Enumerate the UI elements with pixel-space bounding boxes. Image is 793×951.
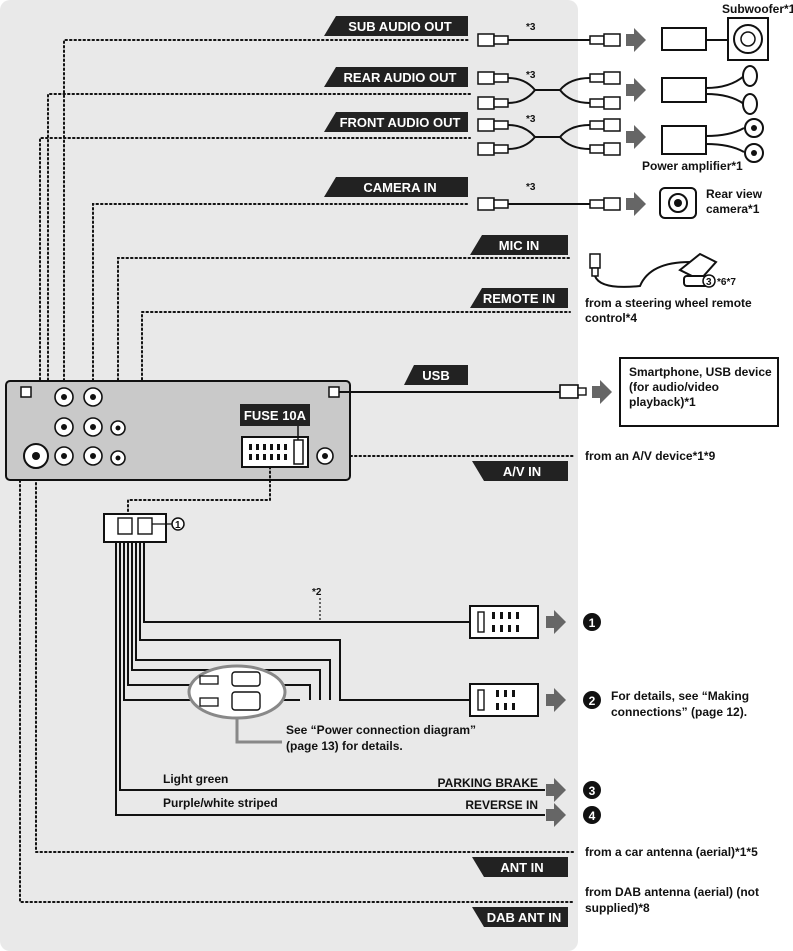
car-antenna-label: from a car antenna (aerial)*1*5 <box>585 845 758 859</box>
svg-text:ANT IN: ANT IN <box>500 860 543 875</box>
details-label-2: connections” (page 12). <box>611 705 747 719</box>
connection-number-3: 3 <box>583 781 601 799</box>
steering-remote-label-1: from a steering wheel remote <box>585 296 752 310</box>
power-diag-label-2: (page 13) for details. <box>286 739 403 753</box>
harness-link <box>127 466 271 516</box>
svg-text:DAB ANT IN: DAB ANT IN <box>487 910 562 925</box>
svg-text:4: 4 <box>589 809 596 823</box>
steering-remote-label-2: control*4 <box>585 311 637 325</box>
svg-text:REAR AUDIO OUT: REAR AUDIO OUT <box>344 70 457 85</box>
connector-1 <box>469 605 566 639</box>
connection-number-4: 4 <box>583 806 601 824</box>
rear-camera-device <box>659 187 697 219</box>
light-green-label: Light green <box>163 772 228 786</box>
usb-cable <box>339 380 612 404</box>
svg-text:SUB AUDIO OUT: SUB AUDIO OUT <box>348 19 452 34</box>
connector-2 <box>469 683 566 717</box>
power-amplifier-label: Power amplifier*1 <box>642 159 743 173</box>
connection-number-1: 1 <box>583 613 601 631</box>
power-diag-label-1: See “Power connection diagram” <box>286 723 476 737</box>
note-rear: *3 <box>526 70 536 81</box>
svg-text:3: 3 <box>706 277 712 288</box>
parking-brake-label: PARKING BRAKE <box>438 776 538 790</box>
label-sub-audio-out: SUB AUDIO OUT <box>324 16 468 36</box>
svg-text:REMOTE IN: REMOTE IN <box>483 291 555 306</box>
label-camera-in: CAMERA IN <box>324 177 468 197</box>
note-front: *3 <box>526 114 536 125</box>
svg-text:CAMERA IN: CAMERA IN <box>363 180 436 195</box>
subwoofer-device <box>661 17 769 61</box>
svg-text:1: 1 <box>589 616 596 630</box>
svg-text:USB: USB <box>422 368 449 383</box>
head-unit: FUSE 10A <box>5 380 351 481</box>
svg-text:Smartphone, USB device: Smartphone, USB device <box>629 365 772 379</box>
label-rear-audio-out: REAR AUDIO OUT <box>324 67 468 87</box>
svg-text:MIC IN: MIC IN <box>499 238 539 253</box>
label-front-audio-out: FRONT AUDIO OUT <box>324 112 468 132</box>
label-dab-ant-in: DAB ANT IN <box>472 907 568 927</box>
dotted-cables <box>19 39 576 903</box>
note-sub: *3 <box>526 22 536 33</box>
svg-text:3: 3 <box>589 784 596 798</box>
svg-text:playback)*1: playback)*1 <box>629 395 696 409</box>
label-remote-in: REMOTE IN <box>470 288 568 308</box>
front-amplifier-device <box>661 118 764 163</box>
label-ant-in: ANT IN <box>472 857 568 877</box>
rca-cables <box>477 28 646 216</box>
rear-camera-label-1: Rear view <box>706 187 763 201</box>
reverse-in-label: REVERSE IN <box>465 798 538 812</box>
power-connection-callout <box>187 664 287 744</box>
rear-camera-label-2: camera*1 <box>706 202 760 216</box>
purple-white-label: Purple/white striped <box>163 796 278 810</box>
dab-antenna-label-2: supplied)*8 <box>585 901 650 915</box>
microphone-device: 3 <box>589 252 718 288</box>
svg-text:(for audio/video: (for audio/video <box>629 380 719 394</box>
av-device-label: from an A/V device*1*9 <box>585 449 716 463</box>
svg-text:1: 1 <box>175 520 181 531</box>
svg-text:FRONT AUDIO OUT: FRONT AUDIO OUT <box>340 115 461 130</box>
rear-amplifier-device <box>661 65 758 115</box>
subwoofer-label: Subwoofer*1 <box>722 2 793 16</box>
dab-antenna-label-1: from DAB antenna (aerial) (not <box>585 885 759 899</box>
smartphone-box: Smartphone, USB device (for audio/video … <box>619 357 779 427</box>
svg-text:A/V IN: A/V IN <box>503 464 541 479</box>
details-label-1: For details, see “Making <box>611 689 749 703</box>
label-usb: USB <box>404 365 468 385</box>
note-camera: *3 <box>526 182 536 193</box>
fuse-label-box <box>240 404 310 426</box>
label-mic-in: MIC IN <box>470 235 568 255</box>
label-av-in: A/V IN <box>472 461 568 481</box>
fuse-label: FUSE 10A <box>244 408 307 423</box>
svg-text:2: 2 <box>589 694 596 708</box>
connection-number-2: 2 <box>583 691 601 709</box>
wire-note: *2 <box>312 587 322 598</box>
mic-note: *6*7 <box>717 277 736 288</box>
